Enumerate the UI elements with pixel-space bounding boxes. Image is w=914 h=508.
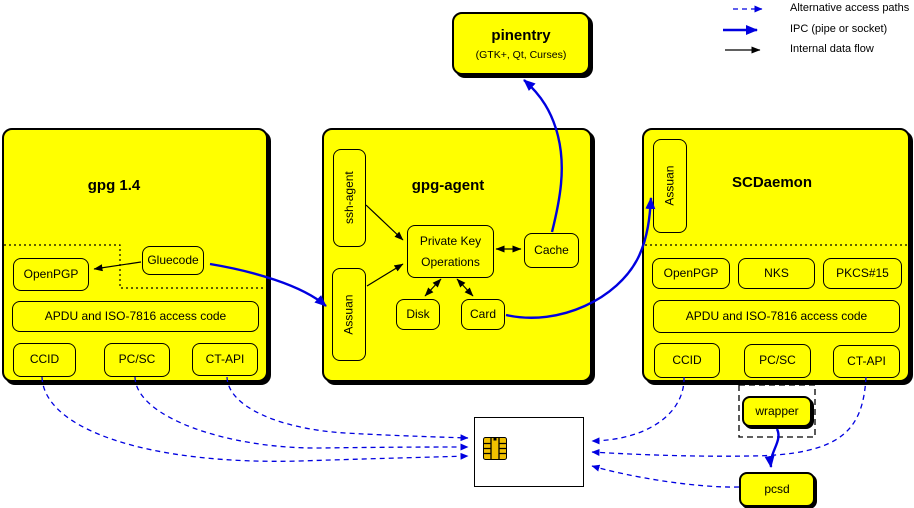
gpg14-openpgp-box: OpenPGP <box>13 258 89 291</box>
agent-cache-box: Cache <box>524 233 579 268</box>
pinentry-subtitle: (GTK+, Qt, Curses) <box>475 48 567 61</box>
dashed-pcsd-to-card <box>591 464 740 488</box>
pcsd-box: pcsd <box>739 472 815 507</box>
arrow-wrapper-to-pcsd <box>764 428 780 468</box>
legend-alt-paths-label: Alternative access paths <box>790 2 910 14</box>
agent-pko-line1: Private Key <box>419 234 482 249</box>
scdaemon-title: SCDaemon <box>731 174 813 191</box>
dashed-scd-ctapi-to-card <box>591 376 867 457</box>
scd-apdu-box: APDU and ISO-7816 access code <box>653 300 900 333</box>
gpg14-apdu-box: APDU and ISO-7816 access code <box>12 301 259 332</box>
dashed-scd-ccid-to-card <box>591 376 685 445</box>
gpg14-gluecode-box: Gluecode <box>142 246 204 275</box>
gpg14-ctapi-box: CT-API <box>192 343 258 376</box>
agent-assuan-label: Assuan <box>341 294 356 335</box>
smartcard <box>474 417 584 487</box>
wrapper-box: wrapper <box>742 396 812 427</box>
agent-disk-box: Disk <box>396 299 440 330</box>
pinentry-title: pinentry <box>491 26 551 44</box>
smartcard-chip-icon <box>483 437 507 460</box>
agent-ssh-agent-box: ssh-agent <box>333 149 366 247</box>
gpg14-title: gpg 1.4 <box>87 177 141 194</box>
scd-ccid-box: CCID <box>654 343 720 378</box>
gpg14-ccid-box: CCID <box>13 343 76 377</box>
gpg-agent-title: gpg-agent <box>411 177 485 194</box>
agent-assuan-box: Assuan <box>332 268 366 361</box>
legend-internal-label: Internal data flow <box>790 43 874 55</box>
agent-card-box: Card <box>461 299 505 330</box>
dashed-gpg14-ctapi-to-card <box>226 376 469 442</box>
legend-ipc-label: IPC (pipe or socket) <box>790 23 888 35</box>
scd-openpgp-box: OpenPGP <box>652 258 730 289</box>
pinentry-box: pinentry (GTK+, Qt, Curses) <box>452 12 590 75</box>
agent-private-key-operations-box: Private Key Operations <box>407 225 494 278</box>
dashed-gpg14-ccid-to-card <box>41 376 469 462</box>
gpg-agent-box: ssh-agent Assuan Private Key Operations … <box>322 128 592 382</box>
scd-assuan-box: Assuan <box>653 139 687 233</box>
gpg14-pcsc-box: PC/SC <box>104 343 170 377</box>
scd-pcsc-box: PC/SC <box>744 344 811 378</box>
scd-assuan-label: Assuan <box>662 165 677 207</box>
gpg14-box: OpenPGP Gluecode APDU and ISO-7816 acces… <box>2 128 268 382</box>
scd-pkcs15-box: PKCS#15 <box>823 258 902 289</box>
agent-ssh-agent-label: ssh-agent <box>341 171 356 225</box>
dashed-gpg14-pcsc-to-card <box>134 376 469 451</box>
agent-pko-line2: Operations <box>421 254 480 269</box>
scdaemon-box: Assuan OpenPGP NKS PKCS#15 APDU and ISO-… <box>642 128 910 382</box>
scd-ctapi-box: CT-API <box>833 345 900 378</box>
scd-nks-box: NKS <box>738 258 815 289</box>
